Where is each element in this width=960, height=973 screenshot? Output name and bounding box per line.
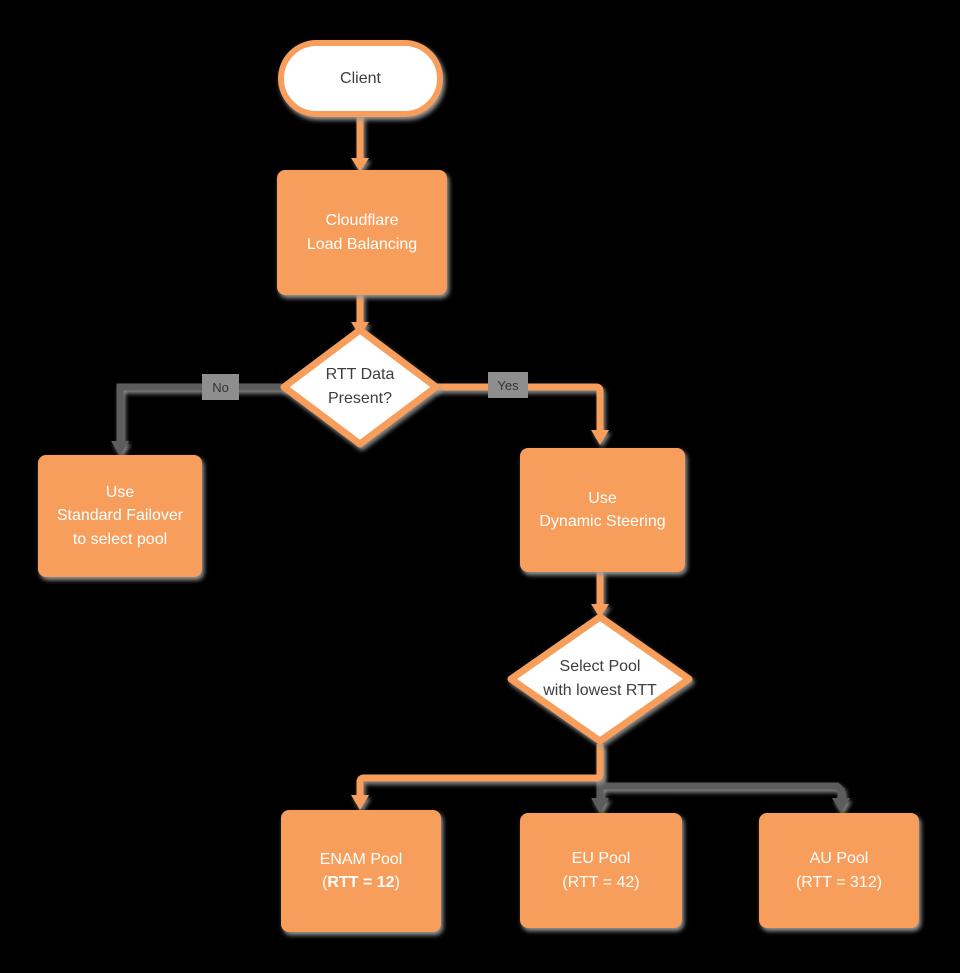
decision-rtt-data-present-shape bbox=[280, 326, 440, 448]
node-cloudflare-load-balancing: Cloudflare Load Balancing bbox=[277, 170, 447, 295]
decision-select-pool-label: Select Pool with lowest RTT bbox=[510, 655, 690, 703]
node-label-line: Load Balancing bbox=[306, 235, 418, 253]
node-label-line: Standard Failover bbox=[56, 507, 184, 525]
edge-label-yes: Yes bbox=[488, 372, 528, 398]
orange-connectors bbox=[351, 112, 609, 810]
decision-rtt-data-present-label: RTT Data Present? bbox=[285, 363, 435, 411]
node-enam-pool: ENAM Pool (RTT = 12) bbox=[281, 810, 441, 932]
node-label-line: to select pool bbox=[72, 530, 168, 548]
node-use-standard-failover: Use Standard Failover to select pool bbox=[38, 455, 202, 577]
node-label-line: (RTT = 12) bbox=[322, 871, 400, 894]
edge-to-au-pool bbox=[600, 782, 845, 803]
node-client: Client bbox=[278, 40, 443, 117]
node-label-line: (RTT = 312) bbox=[795, 873, 883, 891]
node-label-line: Dynamic Steering bbox=[539, 513, 666, 530]
arrowhead-to-au-pool bbox=[832, 798, 850, 813]
enam-paren-open: ( bbox=[322, 874, 328, 891]
decision-shapes bbox=[280, 326, 693, 745]
decision-select-pool-shape bbox=[507, 613, 693, 745]
node-client-label: Client bbox=[340, 69, 381, 87]
node-label-line: Use bbox=[105, 484, 135, 502]
node-au-pool: AU Pool (RTT = 312) bbox=[759, 813, 919, 928]
node-label-line: Use bbox=[588, 489, 617, 507]
edge-label-no: No bbox=[202, 374, 239, 400]
decision-label-line: RTT Data bbox=[325, 366, 395, 383]
node-label-line: ENAM Pool bbox=[319, 850, 403, 868]
node-label-line: (RTT = 42) bbox=[562, 873, 640, 891]
edge-yes-connector bbox=[433, 383, 604, 434]
decision-label-line: Select Pool bbox=[559, 658, 641, 675]
node-eu-pool: EU Pool (RTT = 42) bbox=[520, 813, 682, 928]
arrowhead-to-dynamic-steering bbox=[591, 430, 609, 445]
arrowhead-to-loadbalancer bbox=[351, 158, 369, 172]
node-label-line: AU Pool bbox=[809, 850, 869, 868]
node-label-line: Cloudflare bbox=[325, 212, 399, 230]
node-label-line: EU Pool bbox=[571, 850, 631, 868]
arrowhead-to-select-pool-decision bbox=[591, 604, 609, 618]
enam-paren-close: ) bbox=[394, 874, 400, 891]
decision-label-line: Present? bbox=[327, 390, 393, 407]
arrowhead-to-eu-pool bbox=[591, 798, 609, 813]
decision-label-line: with lowest RTT bbox=[543, 682, 657, 699]
enam-rtt-bold: RTT = 12 bbox=[327, 874, 395, 891]
node-use-dynamic-steering: Use Dynamic Steering bbox=[520, 448, 685, 572]
arrowhead-to-enam-pool bbox=[351, 795, 369, 810]
gray-connectors bbox=[111, 383, 850, 813]
arrowhead-to-standard-failover bbox=[111, 441, 129, 456]
edge-to-enam-pool bbox=[356, 744, 604, 798]
